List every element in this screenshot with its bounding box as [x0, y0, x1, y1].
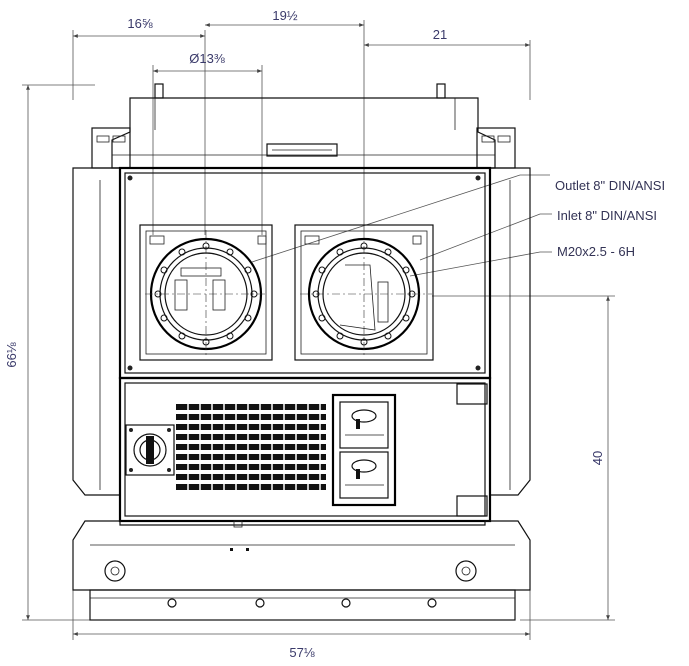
machine-body	[72, 83, 531, 621]
dim-overall-width-label: 57⅛	[289, 645, 314, 660]
dim-top-right: 21	[364, 27, 531, 100]
dim-overall-height: 66⅛	[4, 84, 95, 621]
dim-overall-width: 57⅛	[72, 590, 531, 660]
dim-flange-diameter-label: Ø13⅜	[189, 51, 225, 66]
dim-overall-height-label: 66⅛	[4, 342, 19, 367]
callout-inlet: Inlet 8" DIN/ANSI	[419, 208, 657, 261]
dim-top-right-label: 21	[433, 27, 447, 42]
dim-top-left-label: 16⅝	[127, 16, 152, 31]
callout-outlet-label: Outlet 8" DIN/ANSI	[555, 178, 665, 193]
ventilation-grille	[176, 404, 326, 490]
dim-top-center: 19½	[205, 8, 365, 230]
main-switch	[125, 424, 175, 476]
dim-outlet-height: 40	[432, 295, 615, 621]
callout-inlet-label: Inlet 8" DIN/ANSI	[557, 208, 657, 223]
dim-top-center-label: 19½	[272, 8, 297, 23]
callout-thread: M20x2.5 - 6H	[409, 244, 635, 277]
dim-top-left: 16⅝	[72, 16, 206, 235]
callout-thread-label: M20x2.5 - 6H	[557, 244, 635, 259]
dim-flange-diameter: Ø13⅜	[152, 51, 263, 235]
dim-outlet-height-label: 40	[590, 451, 605, 465]
control-box	[331, 393, 397, 507]
callout-outlet: Outlet 8" DIN/ANSI	[251, 174, 665, 263]
